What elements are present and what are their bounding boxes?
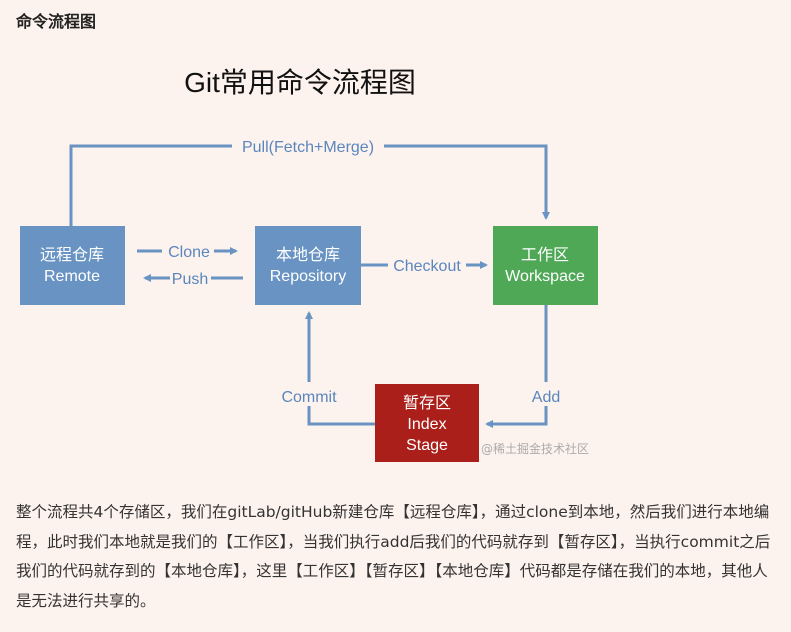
pull-label: Pull(Fetch+Merge) [242,139,374,156]
commit-arrow [309,313,375,426]
remote-zh: 远程仓库 [40,246,104,264]
checkout-label: Checkout [393,258,461,275]
index-node: 暂存区 Index Stage [375,384,479,462]
local-zh: 本地仓库 [276,246,340,264]
workspace-node: 工作区 Workspace [493,226,598,305]
description-paragraph: 整个流程共4个存储区，我们在gitLab/gitHub新建仓库【远程仓库】，通过… [16,503,771,610]
push-label: Push [172,271,208,288]
git-flow-diagram: Git常用命令流程图 Pull(Fetch+Merge) Clone Push … [20,67,598,462]
commit-label: Commit [281,389,337,406]
workspace-zh: 工作区 [521,246,569,264]
watermark: @稀土掘金技术社区 [481,441,589,456]
add-label: Add [532,389,560,406]
section-heading: 命令流程图 [16,12,97,31]
local-repo-node: 本地仓库 Repository [255,226,361,305]
add-arrow [487,305,548,424]
diagram-title: Git常用命令流程图 [184,67,416,98]
remote-node: 远程仓库 Remote [20,226,125,305]
remote-en: Remote [44,268,100,285]
local-en: Repository [270,268,346,285]
pull-arrow [69,144,546,226]
index-zh: 暂存区 [403,394,451,412]
index-en2: Stage [406,437,448,454]
index-en1: Index [407,416,446,433]
workspace-en: Workspace [505,268,585,285]
clone-label: Clone [168,244,210,261]
